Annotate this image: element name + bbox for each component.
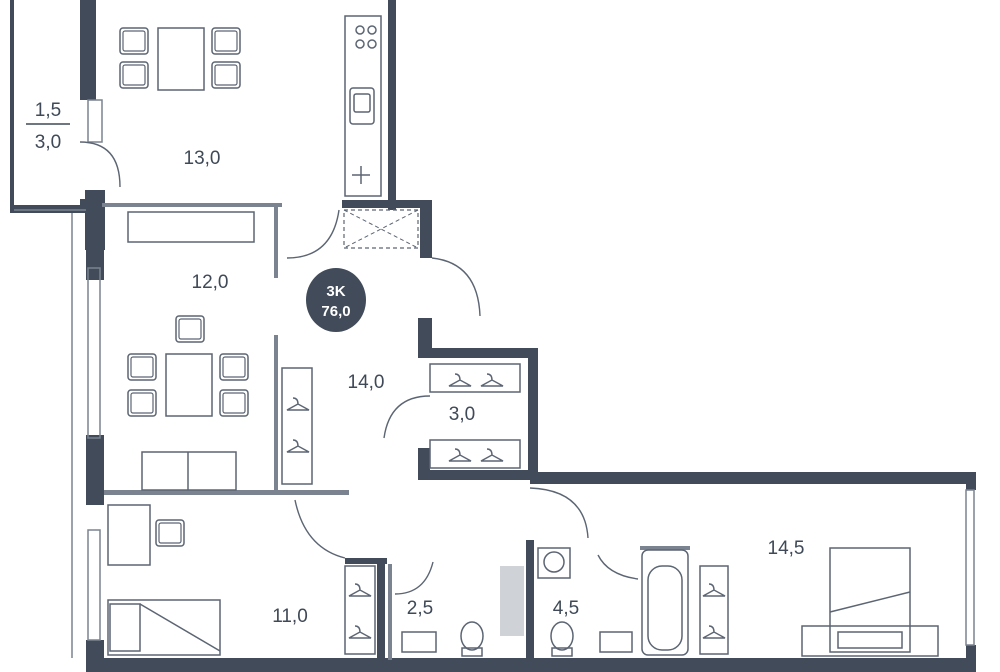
badge-rooms: 3K xyxy=(326,283,345,300)
windows xyxy=(14,99,975,658)
toilet-area: 2,5 xyxy=(407,598,433,619)
shaft-cross xyxy=(343,209,419,249)
doors xyxy=(79,141,639,595)
furniture xyxy=(107,15,939,657)
shaft-outline xyxy=(343,209,419,249)
bedroom-small-area: 11,0 xyxy=(272,606,308,627)
ventilation-shaft xyxy=(500,566,524,636)
hall-area: 14,0 xyxy=(348,372,385,393)
closet-area: 3,0 xyxy=(449,404,475,425)
walls xyxy=(10,0,976,672)
area-badge: 3K 76,0 xyxy=(306,268,366,332)
balcony-area-b: 3,0 xyxy=(35,132,61,153)
living-area: 12,0 xyxy=(192,272,229,293)
bath-area: 4,5 xyxy=(553,598,579,619)
partitions xyxy=(102,203,690,660)
room-labels: 1,5 3,0 13,0 12,0 14,0 3,0 11,0 2,5 4,5 … xyxy=(26,100,804,627)
balcony-area-a: 1,5 xyxy=(35,100,61,121)
kitchen-area: 13,0 xyxy=(184,148,221,169)
badge-total-area: 76,0 xyxy=(321,303,350,320)
bedroom-master-area: 14,5 xyxy=(768,538,805,559)
badge-bg xyxy=(306,268,366,332)
